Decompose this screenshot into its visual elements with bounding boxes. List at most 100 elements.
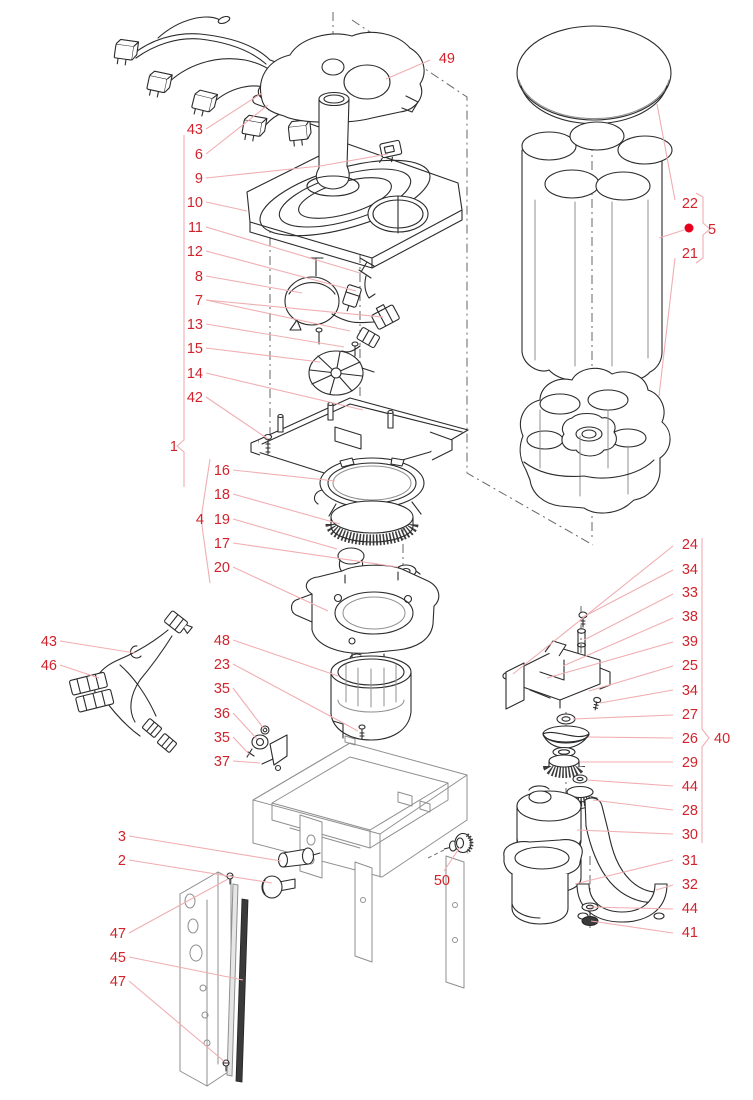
callout-38: 38 xyxy=(682,609,698,625)
top-cover xyxy=(260,31,425,123)
leader-10 xyxy=(205,201,248,212)
leader-7 xyxy=(205,299,384,318)
callout-4: 4 xyxy=(196,512,204,528)
rail-45 xyxy=(235,898,249,1083)
grinder-group-40 xyxy=(502,611,668,926)
leader-34 xyxy=(582,569,674,618)
callout-30: 30 xyxy=(682,827,698,843)
bracket-dot-leader-5 xyxy=(658,229,685,239)
callout-7: 7 xyxy=(195,293,203,309)
leader-16 xyxy=(232,469,336,482)
callout-39: 39 xyxy=(682,634,698,650)
callout-47: 47 xyxy=(110,974,126,990)
callout-11: 11 xyxy=(188,220,203,236)
leader-30 xyxy=(576,829,674,835)
leader-15 xyxy=(205,347,321,363)
callout-13: 13 xyxy=(187,317,203,333)
leader-21 xyxy=(658,257,676,397)
leader-35 xyxy=(232,736,251,756)
callout-41: 41 xyxy=(682,925,698,941)
leader-38 xyxy=(562,617,674,667)
gear-29 xyxy=(543,754,585,778)
spout-arm-31 xyxy=(503,797,657,925)
leader-3 xyxy=(128,835,282,862)
callout-31: 31 xyxy=(682,853,698,869)
lever-and-switch xyxy=(342,257,376,312)
leader-19 xyxy=(232,518,338,550)
bracket-group-40 xyxy=(701,538,710,843)
callout-29: 29 xyxy=(682,755,698,771)
toothed-ring-18 xyxy=(325,500,419,546)
motor-8-assembly xyxy=(284,257,400,353)
leader-26 xyxy=(587,736,674,739)
leader-47 xyxy=(128,878,229,934)
leader-28 xyxy=(592,799,674,811)
side-panel-45 xyxy=(179,871,249,1087)
callout-10: 10 xyxy=(187,195,203,211)
callout-19: 19 xyxy=(214,512,230,528)
leader-45 xyxy=(128,956,244,981)
callout-21: 21 xyxy=(682,246,698,262)
leader-44 xyxy=(588,906,674,910)
washer-44-upper xyxy=(572,774,588,784)
knob-3 xyxy=(277,847,321,868)
canister-lid-22 xyxy=(516,25,672,125)
callout-49: 49 xyxy=(439,51,455,67)
leader-11 xyxy=(205,226,361,274)
callout-27: 27 xyxy=(682,707,698,723)
callout-3: 3 xyxy=(118,829,126,845)
callout-35: 35 xyxy=(214,681,230,697)
foot-41 xyxy=(581,911,599,926)
callout-18: 18 xyxy=(214,487,230,503)
leader-44 xyxy=(586,779,674,787)
callout-25: 25 xyxy=(682,658,698,674)
knob-2 xyxy=(261,875,296,899)
callout-37: 37 xyxy=(214,754,230,770)
leader-18 xyxy=(232,493,341,525)
callout-44: 44 xyxy=(682,779,698,795)
leader-47 xyxy=(128,980,226,1063)
base-frame xyxy=(252,735,468,989)
leader-49 xyxy=(385,59,431,80)
bracket-group-4 xyxy=(201,458,211,584)
canister-base xyxy=(519,367,671,514)
collar-ring-16 xyxy=(313,457,425,517)
screw-23 xyxy=(358,724,366,740)
plate-switch xyxy=(378,139,403,163)
callout-40: 40 xyxy=(714,731,730,747)
callout-45: 45 xyxy=(110,950,126,966)
leader-25 xyxy=(588,665,674,692)
callout-47: 47 xyxy=(110,926,126,942)
leader-13 xyxy=(205,323,345,348)
leader-43 xyxy=(205,92,263,130)
canister-21 xyxy=(521,121,673,383)
leader-43 xyxy=(59,640,136,654)
leader-8 xyxy=(205,275,303,294)
leader-31 xyxy=(574,859,674,885)
callout-33: 33 xyxy=(682,585,698,601)
grommet-group xyxy=(246,725,288,772)
bracket-group-5 xyxy=(695,192,711,264)
callout-17: 17 xyxy=(214,536,230,552)
leader-50 xyxy=(443,846,461,872)
callout-43: 43 xyxy=(187,122,203,138)
leader-22 xyxy=(656,103,676,201)
leader-32 xyxy=(655,884,674,891)
screw-34-right xyxy=(593,696,602,711)
cup-48 xyxy=(330,653,412,741)
leader-24 xyxy=(512,545,674,675)
callout-26: 26 xyxy=(682,731,698,747)
callout-48: 48 xyxy=(214,633,230,649)
upper-plate-assembly xyxy=(246,91,463,269)
callout-28: 28 xyxy=(682,803,698,819)
callout-2: 2 xyxy=(118,853,126,869)
leader-35 xyxy=(232,687,265,730)
callout-23: 23 xyxy=(214,657,230,673)
callout-14: 14 xyxy=(187,366,203,382)
callout-16: 16 xyxy=(214,463,230,479)
leader-39 xyxy=(546,641,674,679)
screw-34-top xyxy=(578,611,588,628)
leader-23 xyxy=(232,663,359,732)
leader-33 xyxy=(583,593,674,641)
